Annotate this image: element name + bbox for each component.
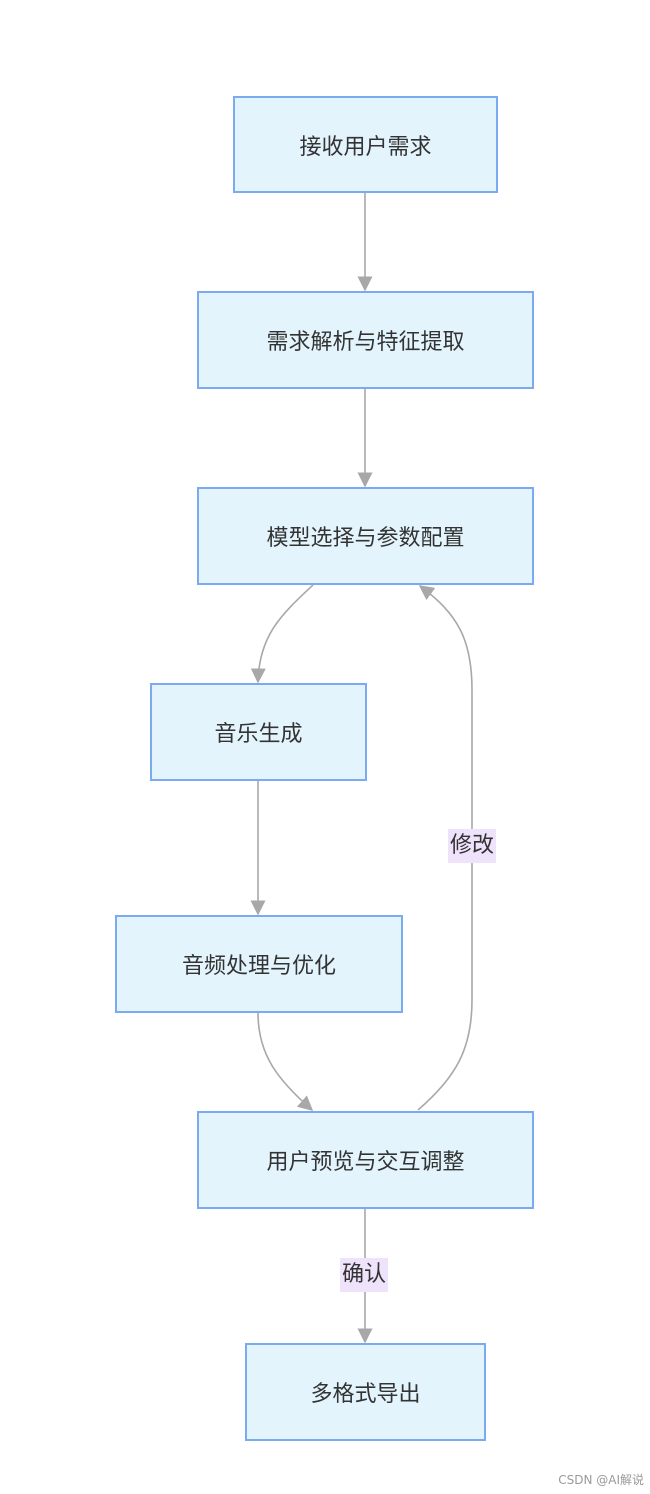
watermark: CSDN @AI解说 — [558, 1473, 644, 1487]
node-label: 模型选择与参数配置 — [266, 526, 465, 551]
node-export: 多格式导出 — [245, 1343, 486, 1441]
node-receive-request: 接收用户需求 — [233, 96, 498, 193]
node-label: 多格式导出 — [310, 1382, 421, 1407]
node-audio-processing: 音频处理与优化 — [115, 915, 403, 1013]
edge-model-to-generate — [250, 584, 314, 684]
node-label: 音乐生成 — [214, 722, 303, 747]
node-model-config: 模型选择与参数配置 — [197, 487, 534, 585]
node-label: 音频处理与优化 — [181, 954, 336, 979]
node-user-preview: 用户预览与交互调整 — [197, 1111, 534, 1209]
node-label: 需求解析与特征提取 — [266, 330, 465, 355]
node-music-generation: 音乐生成 — [150, 683, 367, 781]
edge-label-modify: 修改 — [448, 829, 497, 863]
node-parse-features: 需求解析与特征提取 — [197, 291, 534, 389]
node-label: 用户预览与交互调整 — [266, 1150, 465, 1175]
node-label: 接收用户需求 — [299, 134, 432, 160]
edge-label-confirm: 确认 — [340, 1258, 389, 1292]
edge-audio-to-preview — [257, 1012, 314, 1111]
